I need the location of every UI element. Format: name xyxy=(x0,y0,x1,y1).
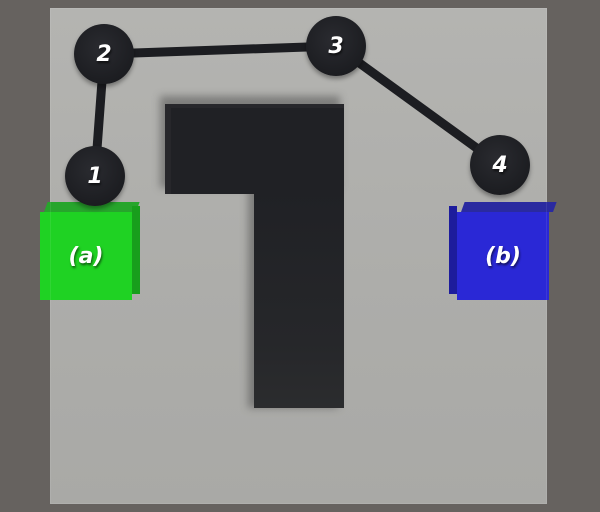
waypoint-4-label: 4 xyxy=(492,152,508,178)
cube-a-front-face xyxy=(40,212,132,300)
waypoint-4[interactable]: 4 xyxy=(470,135,530,195)
cube-b-side-face xyxy=(449,206,457,294)
cube-b-label: (b) xyxy=(485,243,521,269)
cube-a-side-face xyxy=(132,206,140,294)
waypoint-1-label: 1 xyxy=(87,163,103,189)
path-segment-2-3 xyxy=(99,41,341,59)
obstacle-wall-horizontal xyxy=(165,104,344,194)
waypoint-3-label: 3 xyxy=(328,33,344,59)
waypoint-3[interactable]: 3 xyxy=(306,16,366,76)
cube-a-label: (a) xyxy=(68,243,104,269)
waypoint-1[interactable]: 1 xyxy=(65,146,125,206)
obstacle-wall-vertical xyxy=(254,190,344,408)
path-segment-3-4 xyxy=(331,41,505,170)
cube-b-front-face xyxy=(457,212,549,300)
cube-b[interactable]: (b) xyxy=(449,202,557,300)
waypoint-2[interactable]: 2 xyxy=(74,24,134,84)
cube-a[interactable]: (a) xyxy=(40,202,140,300)
waypoint-2-label: 2 xyxy=(96,41,112,67)
